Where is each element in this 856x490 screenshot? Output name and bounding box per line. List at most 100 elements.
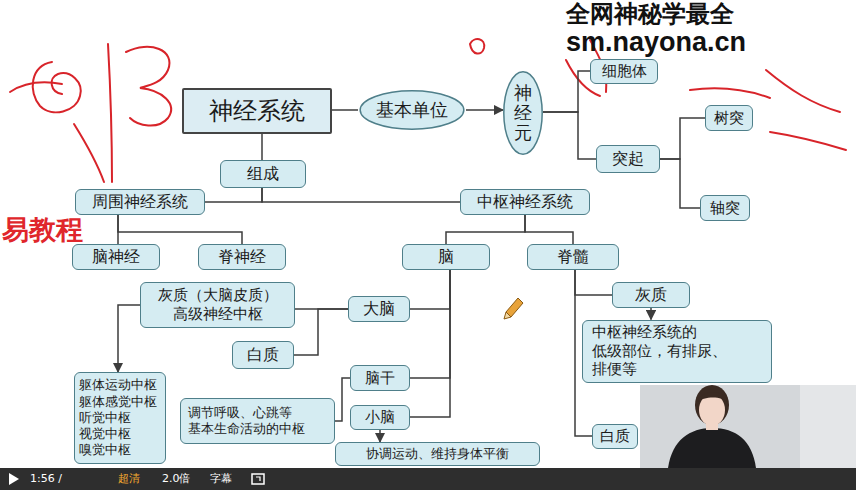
connector-line	[410, 270, 450, 378]
node-text: 组成	[247, 164, 279, 184]
concept-box: 周围神经系统	[75, 189, 205, 215]
text-wrap: 灰质	[635, 285, 667, 305]
concept-box: 脑神经	[72, 244, 160, 270]
concept-box: 脊髓	[527, 244, 619, 270]
speed-button: 2.0倍	[162, 472, 191, 485]
connector-line	[650, 308, 652, 320]
text-wrap: 脊髓	[557, 247, 589, 267]
connector-line	[543, 112, 596, 159]
watermark-text: 易教程	[2, 214, 83, 246]
concept-box: 轴突	[700, 195, 750, 221]
concept-box: 细胞体	[590, 59, 658, 84]
note-box: 协调运动、维持身体平衡	[335, 442, 540, 466]
connector-line	[543, 71, 590, 112]
node-text: 调节呼吸、心跳等 基本生命活动的中枢	[188, 405, 327, 438]
time-display: 1:56 /	[30, 472, 62, 485]
connector-line	[262, 188, 460, 202]
connector-line	[205, 188, 262, 202]
connector-line	[294, 309, 348, 355]
watermark-ground	[560, 0, 822, 58]
concept-box: 突起	[596, 145, 660, 173]
text-wrap: 脑	[438, 247, 454, 267]
node-text: 轴突	[710, 199, 740, 218]
watermark-url: sm.nayona.cn	[566, 26, 746, 58]
text-wrap: 轴突	[710, 199, 740, 218]
text-wrap: 协调运动、维持身体平衡	[366, 446, 509, 462]
text-wrap: 神经元	[514, 83, 532, 142]
node-text: 大脑	[363, 299, 395, 319]
connector-line	[332, 109, 358, 111]
concept-ellipse: 神经元	[503, 70, 543, 156]
text-wrap: 组成	[247, 164, 279, 184]
node-text: 突起	[612, 149, 644, 169]
node-text: 白质	[600, 427, 630, 446]
text-wrap: 中枢神经系统	[477, 192, 573, 212]
connector-line	[410, 270, 450, 417]
text-wrap: 突起	[612, 149, 644, 169]
concept-box: 脑	[402, 244, 490, 270]
concept-box: 灰质	[612, 282, 690, 308]
main-topic-box: 神经系统	[182, 88, 332, 134]
node-text: 协调运动、维持身体平衡	[366, 446, 509, 462]
node-text: 神经元	[514, 83, 532, 142]
concept-box: 组成	[220, 160, 306, 188]
watermark-text: 全网神秘学最全	[566, 0, 734, 29]
text-wrap: 脑干	[365, 369, 395, 388]
quality-button: 超清	[118, 472, 140, 485]
text-wrap: 中枢神经系统的 低级部位，有排尿、排便等	[592, 323, 762, 379]
concept-box: 灰质（大脑皮质） 高级神经中枢	[140, 282, 295, 328]
text-wrap: 白质	[247, 345, 279, 365]
node-text: 中枢神经系统的 低级部位，有排尿、排便等	[592, 323, 762, 379]
text-wrap: 白质	[600, 427, 630, 446]
connector-line	[575, 270, 612, 295]
node-text: 灰质（大脑皮质） 高级神经中枢	[148, 286, 287, 324]
node-text: 神经系统	[209, 96, 305, 126]
note-box: 调节呼吸、心跳等 基本生命活动的中枢	[180, 398, 335, 444]
node-text: 脑神经	[92, 247, 140, 267]
text-wrap: 周围神经系统	[92, 192, 188, 212]
node-text: 树突	[714, 109, 744, 128]
node-text: 脊神经	[218, 247, 266, 267]
text-wrap: 脑神经	[92, 247, 140, 267]
node-text: 脑	[438, 247, 454, 267]
node-text: 中枢神经系统	[477, 192, 573, 212]
text-wrap: 小脑	[365, 408, 395, 427]
node-text: 脑干	[365, 369, 395, 388]
node-text: 脊髓	[557, 247, 589, 267]
text-wrap: 躯体运动中枢 躯体感觉中枢 听觉中枢 视觉中枢 嗅觉中枢	[79, 377, 161, 458]
concept-box: 树突	[705, 105, 753, 131]
node-text: 灰质	[635, 285, 667, 305]
node-text: 基本单位	[376, 99, 448, 122]
concept-box: 白质	[592, 424, 638, 449]
connector-line	[446, 215, 525, 244]
connector-line	[660, 159, 700, 208]
concept-ellipse: 基本单位	[358, 90, 466, 130]
text-wrap: 脊神经	[218, 247, 266, 267]
connector-line	[660, 118, 705, 159]
node-text: 白质	[247, 345, 279, 365]
concept-box: 大脑	[348, 296, 410, 322]
red-scribble	[10, 39, 846, 182]
node-text: 小脑	[365, 408, 395, 427]
connector-line	[466, 109, 503, 111]
concept-box: 脑干	[350, 365, 410, 391]
concept-box: 脊神经	[198, 244, 286, 270]
text-wrap: 灰质（大脑皮质） 高级神经中枢	[148, 286, 287, 324]
connector-line	[410, 270, 450, 309]
concept-box: 小脑	[350, 405, 410, 430]
text-wrap: 神经系统	[209, 96, 305, 126]
text-wrap: 树突	[714, 109, 744, 128]
connector-line	[118, 215, 242, 244]
text-wrap: 调节呼吸、心跳等 基本生命活动的中枢	[188, 405, 327, 438]
connector-line	[525, 215, 573, 244]
pencil-icon	[504, 298, 523, 319]
note-box: 中枢神经系统的 低级部位，有排尿、排便等	[582, 320, 772, 383]
subtitle-button: 字幕	[210, 472, 232, 485]
connector-line	[261, 134, 263, 160]
text-wrap: 大脑	[363, 299, 395, 319]
concept-box: 白质	[232, 341, 294, 369]
list-box: 躯体运动中枢 躯体感觉中枢 听觉中枢 视觉中枢 嗅觉中枢	[74, 372, 166, 464]
node-text: 躯体运动中枢 躯体感觉中枢 听觉中枢 视觉中枢 嗅觉中枢	[79, 377, 161, 458]
text-wrap: 细胞体	[602, 62, 647, 81]
